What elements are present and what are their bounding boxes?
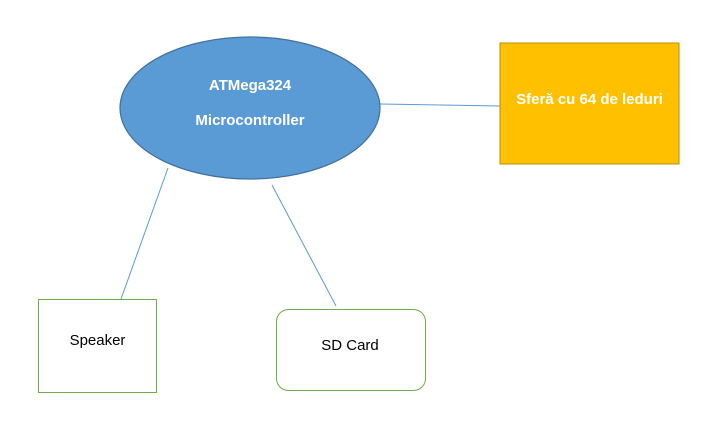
microcontroller-subtitle: Microcontroller (195, 112, 304, 129)
connector-mcu-to-led-sphere (379, 103, 501, 107)
led-sphere-label: Sferă cu 64 de leduri (516, 91, 663, 108)
microcontroller-title: ATMega324 (209, 77, 292, 94)
led-sphere-node: Sferă cu 64 de leduri (499, 42, 680, 165)
speaker-shape (38, 299, 157, 393)
sd-card-node: SD Card (276, 309, 426, 391)
speaker-node: Speaker (38, 299, 157, 393)
sd-card-label: SD Card (321, 337, 379, 354)
sd-card-shape (276, 309, 426, 391)
speaker-label: Speaker (70, 332, 126, 349)
connector-mcu-to-speaker (120, 167, 169, 300)
microcontroller-shape (119, 36, 381, 180)
microcontroller-node: ATMega324 Microcontroller (119, 36, 381, 180)
connector-mcu-to-sd-card (271, 184, 337, 307)
led-sphere-shape (499, 42, 680, 165)
